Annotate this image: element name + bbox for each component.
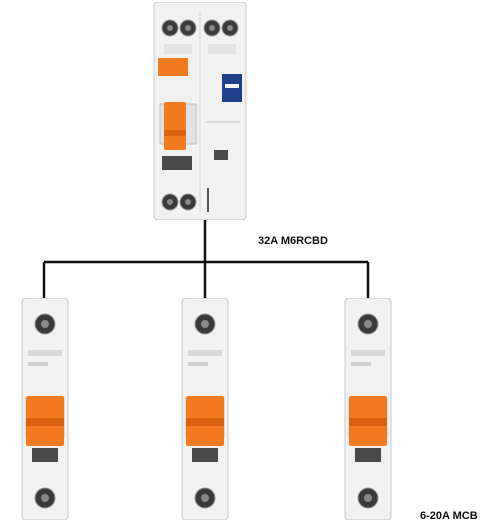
rcbd-bottom-terminals [161,188,209,212]
mcb-label: 6-20A MCB [420,510,478,522]
mcb-breaker-right [344,298,392,520]
rcbd-top-terminals [161,19,239,37]
rcbd-label: 32A M6RCBD [258,235,328,247]
mcb-breaker-center [181,298,229,520]
rcbd-breaker [153,2,247,220]
rcbd-toggle [164,102,186,150]
mcb-breaker-left [21,298,69,520]
rcbd-test-indicator [158,58,188,76]
